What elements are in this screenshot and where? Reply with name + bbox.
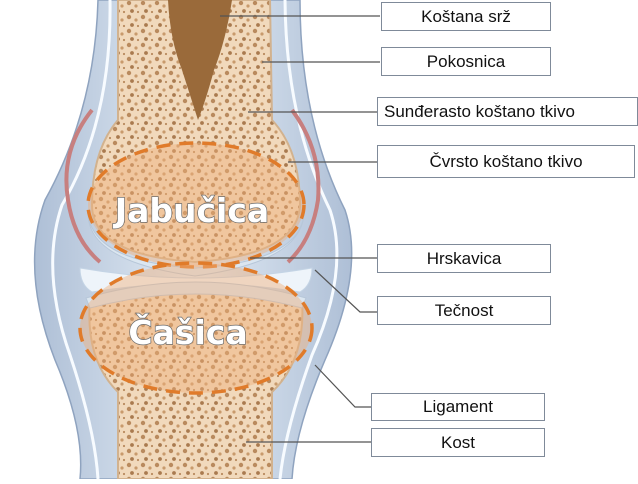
label-ligament: Ligament bbox=[371, 393, 545, 421]
label-hrskavica: Hrskavica bbox=[377, 244, 551, 273]
capsule-inner-line bbox=[51, 0, 112, 480]
capsule-inner-line-right bbox=[278, 0, 339, 480]
leader-tecnost bbox=[314, 269, 378, 313]
label-kost: Kost bbox=[371, 428, 545, 457]
upper-bone bbox=[90, 0, 302, 264]
bone-marrow bbox=[168, 0, 232, 120]
label-kostana-srz: Koštana srž bbox=[381, 2, 551, 31]
label-pokosnica: Pokosnica bbox=[381, 47, 551, 76]
lower-region-highlight bbox=[78, 261, 314, 395]
label-cvrsto: Čvrsto koštano tkivo bbox=[377, 145, 635, 178]
leader-lines bbox=[220, 15, 380, 443]
synovial-membrane-left bbox=[64, 108, 102, 264]
upper-region-highlight bbox=[86, 141, 306, 269]
label-tecnost: Tečnost bbox=[377, 296, 551, 325]
label-sunderasto: Sunđerasto koštano tkivo bbox=[377, 97, 638, 126]
synovial-membrane-right bbox=[286, 108, 321, 264]
lower-region-label: Čašica bbox=[128, 312, 247, 352]
leader-ligament bbox=[314, 364, 372, 408]
upper-region-label: Jabučica bbox=[113, 191, 269, 230]
